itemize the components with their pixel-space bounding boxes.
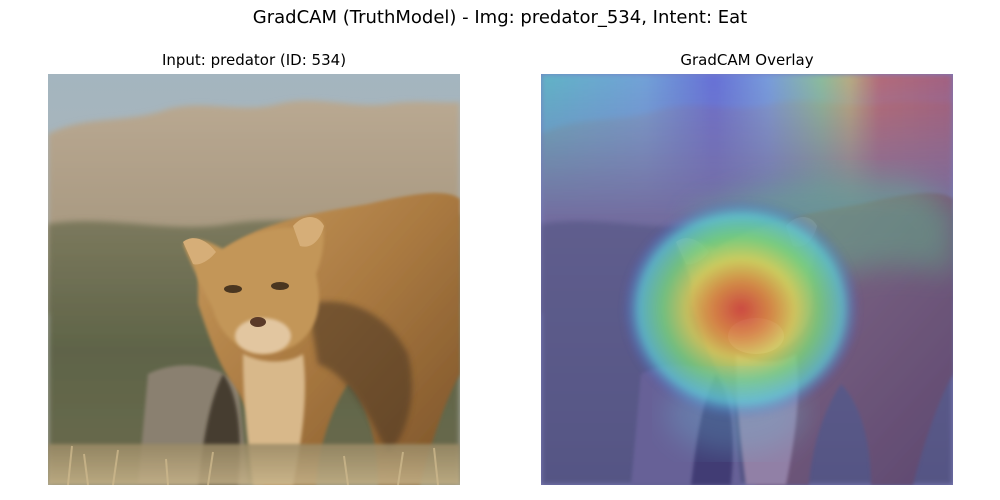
gradcam-overlay-image <box>541 74 953 485</box>
cougar-photo <box>48 74 460 485</box>
cougar-photo-with-gradcam-heatmap <box>541 74 953 485</box>
input-panel-title: Input: predator (ID: 534) <box>161 51 347 69</box>
figure-title: GradCAM (TruthModel) - Img: predator_534… <box>252 7 748 28</box>
input-image <box>48 74 460 485</box>
overlay-panel-title: GradCAM Overlay <box>680 51 814 69</box>
